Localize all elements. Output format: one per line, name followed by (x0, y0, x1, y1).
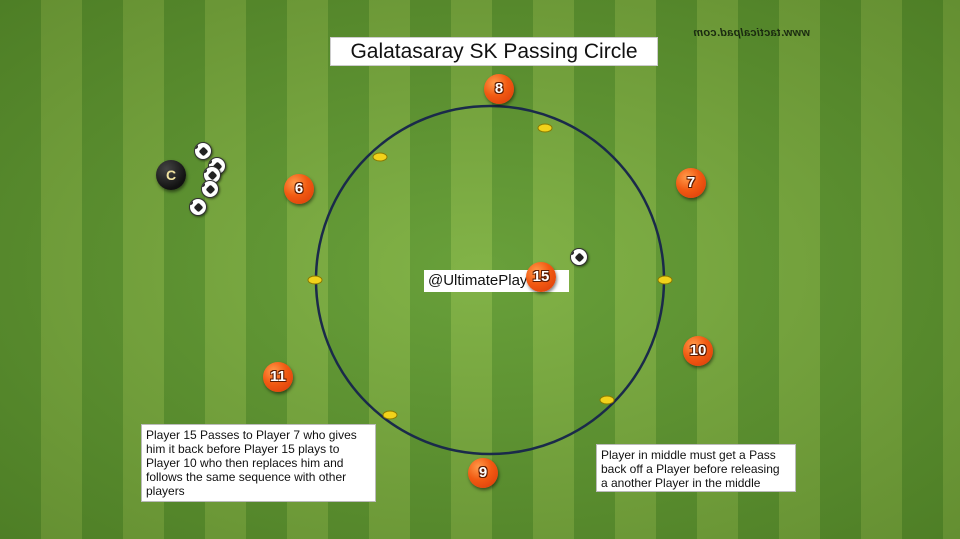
player-marker[interactable]: 10 (683, 336, 713, 366)
cone-icon (537, 123, 553, 133)
ball-icon[interactable] (570, 248, 588, 266)
player-marker[interactable]: 11 (263, 362, 293, 392)
note-line: back off a Player before releasing (601, 462, 780, 476)
player-marker[interactable]: 15 (526, 262, 556, 292)
note-line: players (146, 484, 185, 498)
note-line: him it back before Player 15 plays to (146, 442, 340, 456)
note-line: Player in middle must get a Pass (601, 448, 776, 462)
cone-group (307, 123, 673, 420)
player-marker[interactable]: 6 (284, 174, 314, 204)
note-line: a another Player in the middle (601, 476, 761, 490)
note-line: follows the same sequence with other (146, 470, 347, 484)
cone-icon (307, 275, 323, 285)
rule-note: Player in middle must get a Pass back of… (596, 444, 796, 492)
cone-icon (372, 152, 388, 162)
ball-icon[interactable] (194, 142, 212, 160)
cone-icon (382, 410, 398, 420)
note-line: Player 15 Passes to Player 7 who gives (146, 428, 357, 442)
cone-icon (599, 395, 615, 405)
player-marker[interactable]: 9 (468, 458, 498, 488)
note-line: Player 10 who then replaces him and (146, 456, 344, 470)
cone-icon (657, 275, 673, 285)
player-marker[interactable]: 8 (484, 74, 514, 104)
ball-icon[interactable] (201, 180, 219, 198)
instruction-note: Player 15 Passes to Player 7 who gives h… (141, 424, 376, 502)
ball-icon[interactable] (189, 198, 207, 216)
watermark-text: www.tacticalpad.com (693, 27, 811, 39)
player-marker[interactable]: 7 (676, 168, 706, 198)
coach-marker[interactable]: C (156, 160, 186, 190)
diagram-title: Galatasaray SK Passing Circle (330, 37, 658, 66)
